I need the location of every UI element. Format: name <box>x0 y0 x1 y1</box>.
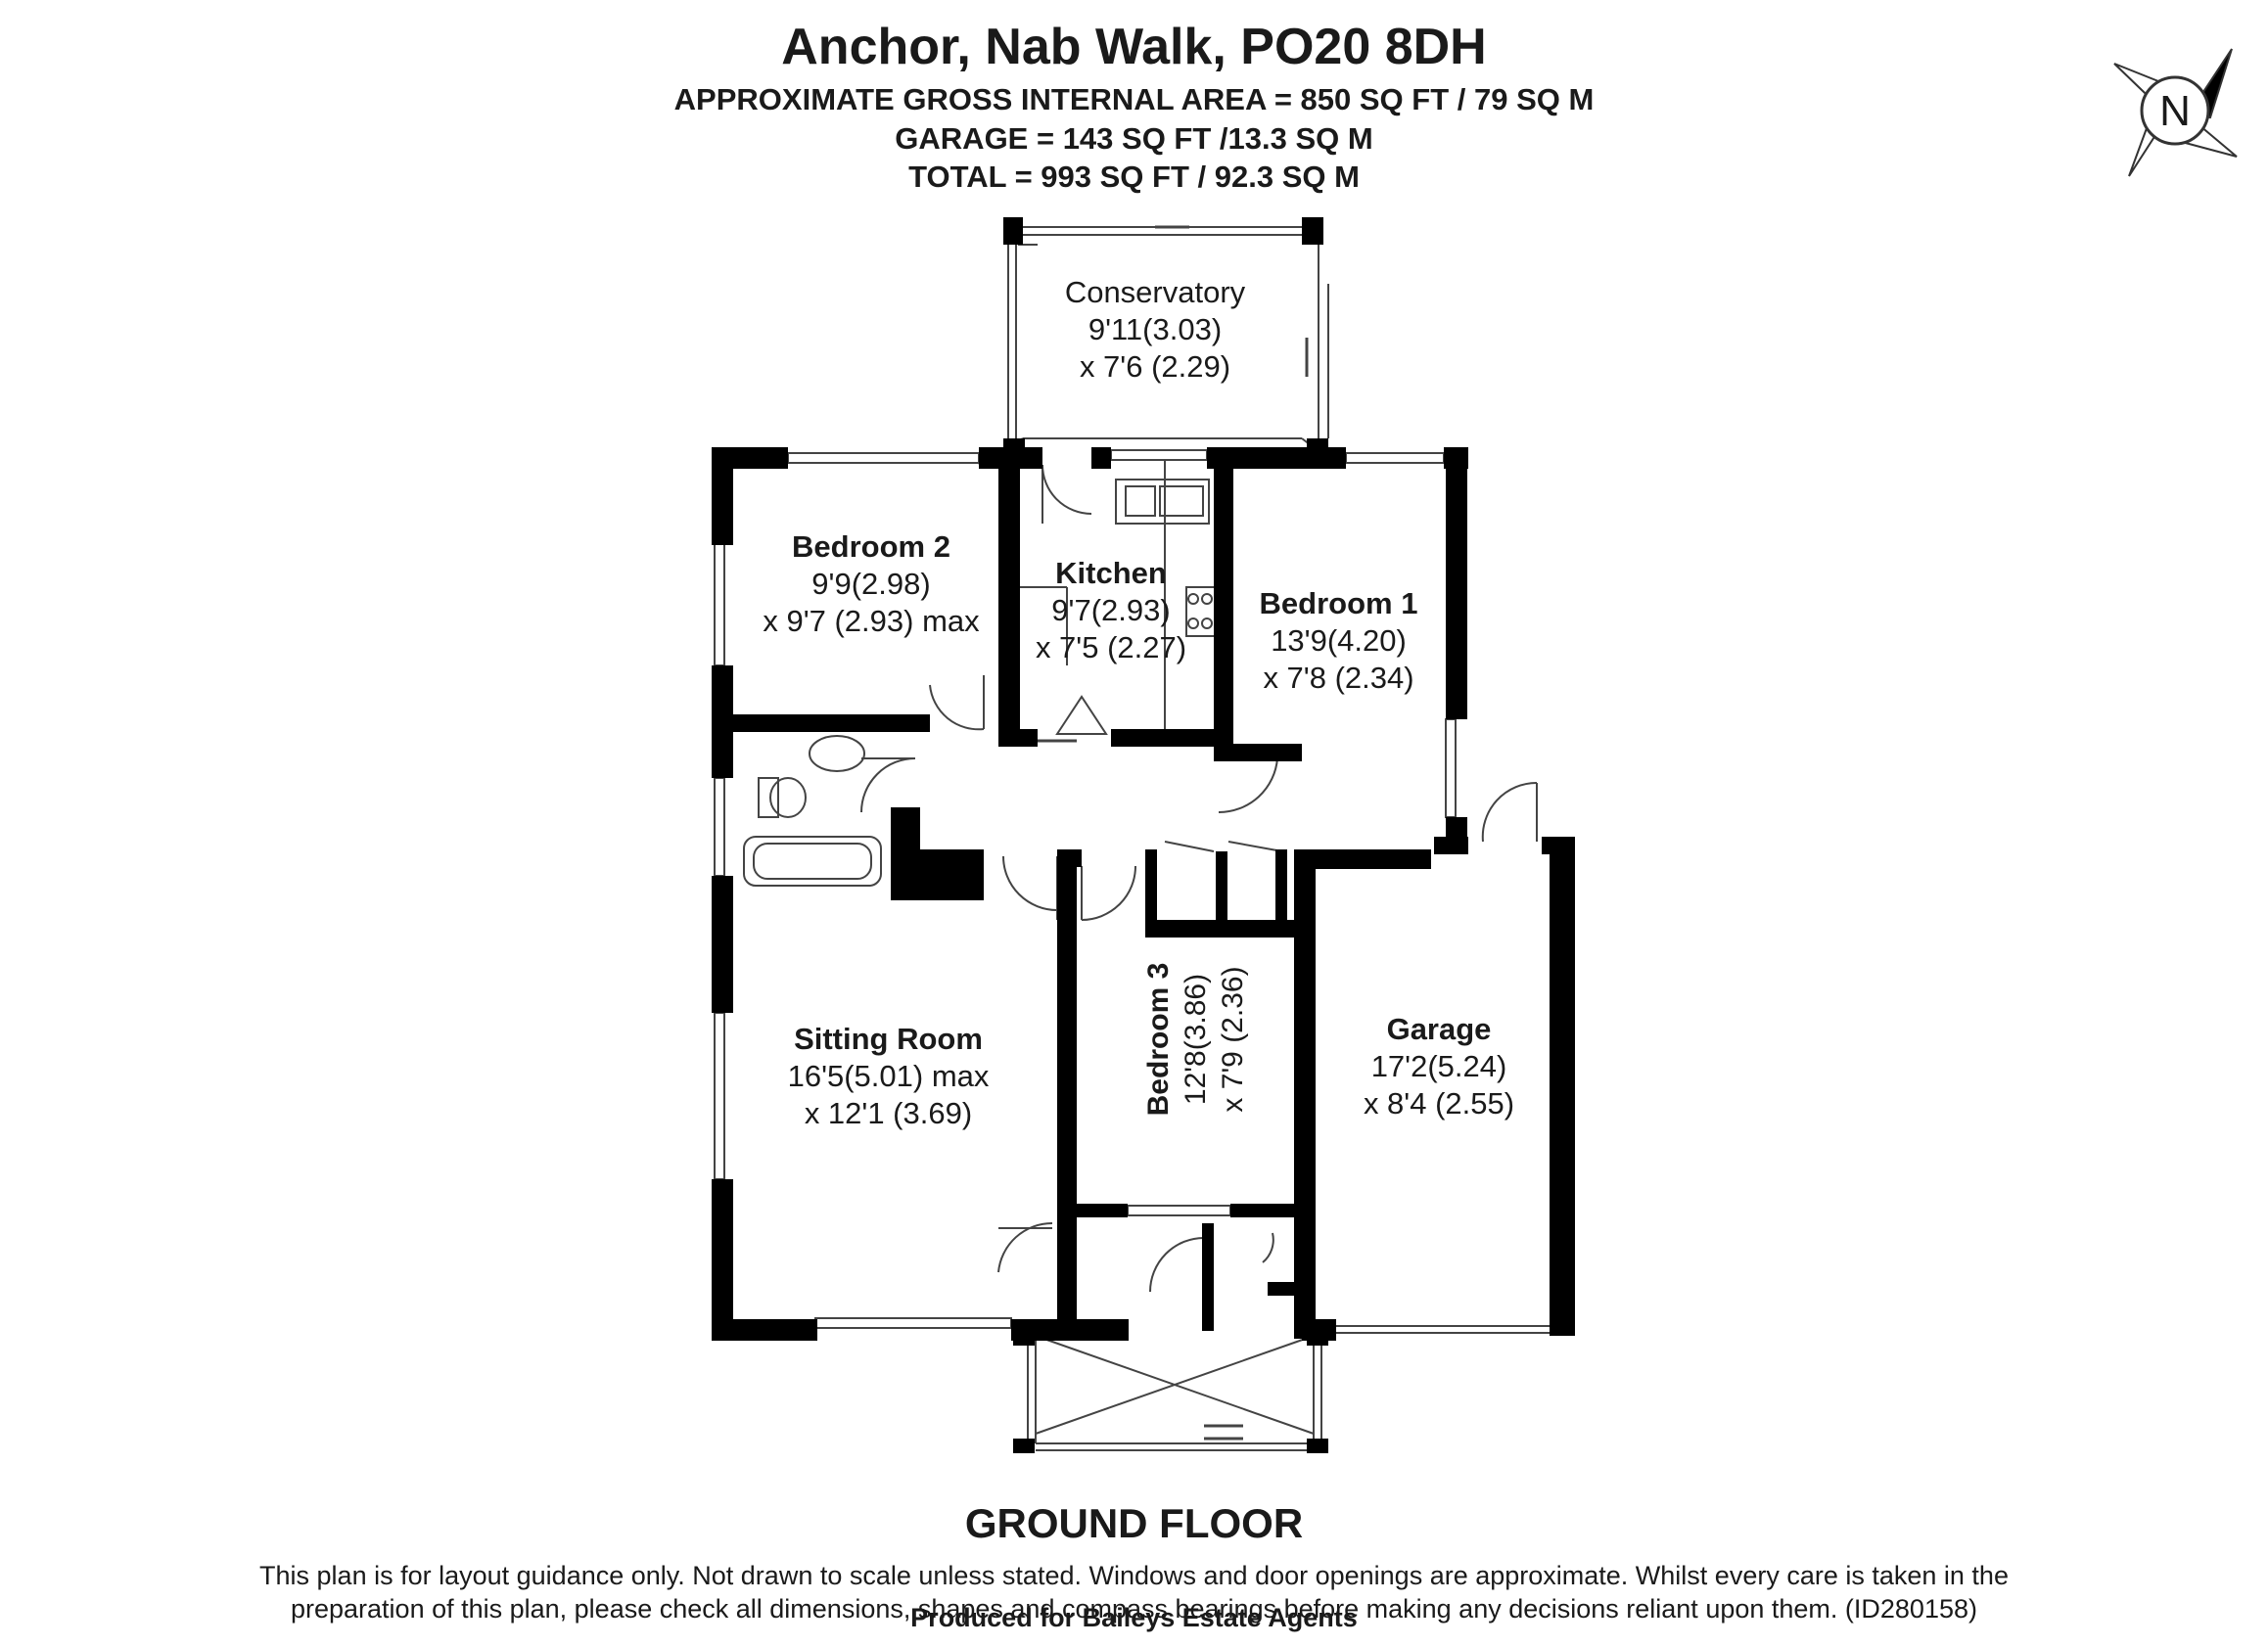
room-garage: Garage 17'2(5.24) x 8'4 (2.55) <box>1331 1011 1547 1122</box>
room-name: Kitchen <box>1055 556 1167 590</box>
compass-north-label: N <box>2159 87 2191 135</box>
total-area: TOTAL = 993 SQ FT / 92.3 SQ M <box>908 160 1360 194</box>
room-dimension: x 9'7 (2.93) max <box>763 604 980 638</box>
room-name: Bedroom 1 <box>1259 586 1418 620</box>
produced-by: Produced for Baileys Estate Agents <box>910 1603 1358 1632</box>
room-kitchen: Kitchen 9'7(2.93) x 7'5 (2.27) <box>1008 555 1214 666</box>
gross-internal-area: APPROXIMATE GROSS INTERNAL AREA = 850 SQ… <box>673 82 1595 116</box>
room-name: Conservatory <box>1064 275 1246 309</box>
room-name: Sitting Room <box>794 1022 983 1056</box>
disclaimer-line-2: preparation of this plan, please check a… <box>290 1594 1977 1624</box>
room-dimension: 12'8(3.86) <box>1180 973 1212 1106</box>
room-dimension: x 7'6 (2.29) <box>1079 349 1231 384</box>
room-dimension: 9'9(2.98) <box>811 567 931 601</box>
disclaimer-line-1: This plan is for layout guidance only. N… <box>259 1561 2009 1590</box>
room-dimension: 9'7(2.93) <box>1051 593 1171 627</box>
plan-fixtures <box>714 225 1551 1451</box>
room-conservatory: Conservatory 9'11(3.03) x 7'6 (2.29) <box>1008 274 1302 386</box>
room-dimension: x 12'1 (3.69) <box>804 1096 973 1130</box>
room-bedroom-2: Bedroom 2 9'9(2.98) x 9'7 (2.93) max <box>739 528 1003 640</box>
room-dimension: x 8'4 (2.55) <box>1363 1086 1515 1121</box>
floor-label: GROUND FLOOR <box>964 1500 1304 1546</box>
room-name: Bedroom 2 <box>792 529 950 564</box>
room-sitting-room: Sitting Room 16'5(5.01) max x 12'1 (3.69… <box>739 1021 1038 1132</box>
room-bedroom-1: Bedroom 1 13'9(4.20) x 7'8 (2.34) <box>1233 585 1444 697</box>
room-dimension: 16'5(5.01) max <box>787 1059 990 1093</box>
room-dimension: x 7'5 (2.27) <box>1035 630 1187 664</box>
room-dimension: x 7'9 (2.36) <box>1217 966 1249 1113</box>
room-name: Garage <box>1386 1012 1492 1046</box>
garage-area: GARAGE = 143 SQ FT /13.3 SQ M <box>895 121 1373 156</box>
room-dimension: 13'9(4.20) <box>1271 623 1407 658</box>
plan-walls <box>712 217 1575 1453</box>
room-dimension: x 7'8 (2.34) <box>1263 661 1414 695</box>
room-name: Bedroom 3 <box>1142 962 1175 1117</box>
north-compass-icon: N <box>2113 48 2238 177</box>
room-dimension: 9'11(3.03) <box>1088 312 1223 346</box>
room-dimension: 17'2(5.24) <box>1370 1049 1507 1083</box>
plan-title: Anchor, Nab Walk, PO20 8DH <box>781 19 1487 75</box>
